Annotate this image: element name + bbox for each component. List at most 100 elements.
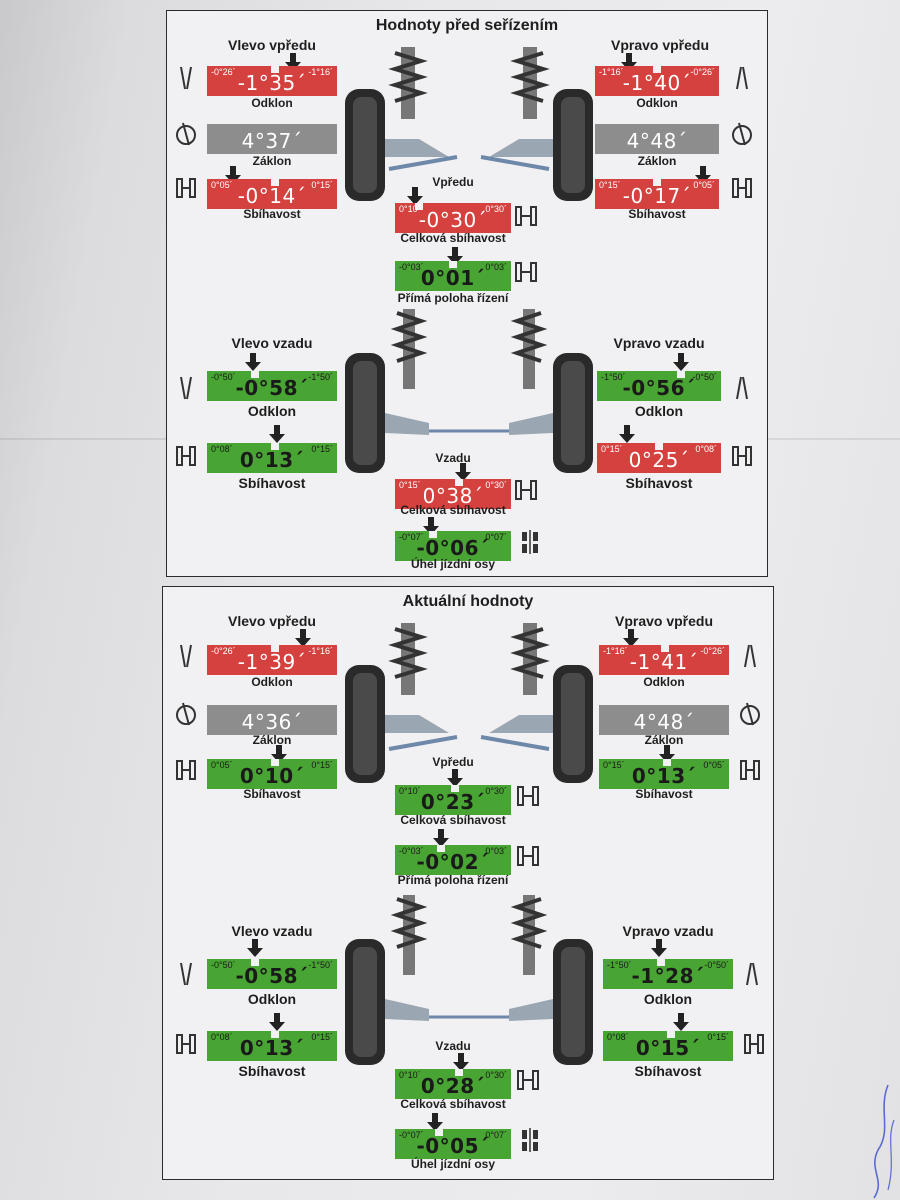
rear-total-heading: Vzadu: [435, 1039, 471, 1053]
steering-label: Přímá poloha řízení: [397, 873, 509, 887]
rear-right-heading: Vpravo vzadu: [613, 335, 705, 351]
gauge-min: 0°15´: [603, 760, 625, 770]
camber-icon: [746, 962, 758, 986]
gauge-min: -0°50´: [211, 372, 236, 382]
rear-right-toe-label: Sbíhavost: [625, 475, 693, 491]
gauge-max: 0°30´: [485, 204, 507, 214]
front-right-caster-label: Záklon: [644, 733, 684, 747]
gauge-value: 0°15´: [635, 1036, 701, 1060]
thrust-angle-label: Úhel jízdní osy: [410, 557, 495, 571]
pen-scribble: [873, 1084, 895, 1199]
arrow-down-icon: [651, 939, 667, 957]
rear-left-toe-label: Sbíhavost: [238, 1063, 306, 1079]
front-total-label: Celková sbíhavost: [400, 813, 506, 827]
rear-left-camber-label: Odklon: [247, 991, 297, 1007]
gauge-max: 0°30´: [485, 786, 507, 796]
camber-icon: [180, 962, 192, 986]
rear-suspension-illustration: [345, 895, 593, 1065]
arrow-down-icon: [423, 517, 439, 535]
thrust-angle-gauge: -0°07´ 0°07´ -0°06´: [395, 531, 511, 561]
gauge-min: -0°07´: [399, 532, 424, 542]
gauge-min: 0°15´: [399, 480, 421, 490]
gauge-min: -1°16´: [603, 646, 628, 656]
gauge-min: -1°16´: [599, 67, 624, 77]
gauge-max: 0°07´: [485, 1130, 507, 1140]
rear-right-toe-gauge: 0°08´ 0°15´ 0°15´: [603, 1031, 733, 1061]
rear-total-label: Celková sbíhavost: [400, 503, 506, 517]
gauge-max: 0°30´: [485, 1070, 507, 1080]
gauge-max: 0°15´: [311, 180, 333, 190]
rear-right-camber-gauge: -1°50´ -0°50´ -1°28´: [603, 959, 733, 989]
gauge-max: 0°15´: [311, 444, 333, 454]
gauge-value: -1°40´: [622, 71, 692, 95]
gauge-max: -1°50´: [308, 372, 333, 382]
arrow-down-icon: [619, 425, 635, 443]
arrow-down-icon: [455, 463, 471, 481]
arrow-down-icon: [673, 353, 689, 371]
rear-left-camber-gauge: -0°50´ -1°50´ -0°58´: [207, 371, 337, 401]
gauge-max: -0°26´: [690, 67, 715, 77]
arrow-down-icon: [427, 1113, 443, 1131]
panel-title: Aktuální hodnoty: [402, 593, 534, 610]
toe-icon: [744, 1034, 764, 1054]
toe-icon: [176, 1034, 196, 1054]
gauge-min: -0°03´: [399, 846, 424, 856]
gauge-min: -0°26´: [211, 67, 236, 77]
gauge-value: 0°23´: [420, 790, 486, 814]
camber-icon: [736, 66, 748, 90]
caster-icon: [176, 122, 196, 146]
gauge-min: 0°08´: [607, 1032, 629, 1042]
gauge-max: 0°05´: [693, 180, 715, 190]
gauge-max: 0°03´: [485, 262, 507, 272]
toe-icon: [740, 760, 760, 780]
caster-icon: [732, 122, 752, 146]
front-left-toe-gauge: 0°05´ 0°15´ -0°14´: [207, 179, 337, 209]
front-right-toe-gauge: 0°15´ 0°05´ 0°13´: [599, 759, 729, 789]
arrow-down-icon: [407, 187, 423, 205]
front-right-camber-gauge: -1°16´ -0°26´ -1°40´: [595, 66, 719, 96]
steering-icon: [517, 846, 539, 866]
arrow-down-icon: [269, 1013, 285, 1031]
gauge-max: 0°07´: [485, 532, 507, 542]
thrust-angle-label: Úhel jízdní osy: [410, 1157, 495, 1171]
camber-icon: [180, 66, 192, 90]
gauge-value: 0°01´: [420, 266, 486, 290]
gauge-value: -0°30´: [418, 208, 488, 232]
rear-right-heading: Vpravo vzadu: [622, 923, 714, 939]
camber-icon: [744, 644, 756, 668]
front-left-caster-label: Záklon: [252, 733, 292, 747]
front-left-caster-gauge: 4°36´: [207, 705, 337, 735]
rear-right-toe-label: Sbíhavost: [634, 1063, 702, 1079]
front-right-caster-gauge: 4°48´: [595, 124, 719, 154]
steering-gauge: -0°03´ 0°03´ 0°01´: [395, 261, 511, 291]
gauge-max: 0°08´: [695, 444, 717, 454]
arrow-down-icon: [673, 1013, 689, 1031]
rear-right-camber-gauge: -1°50´ -0°50´ -0°56´: [597, 371, 721, 401]
panel-title: Hodnoty před seřízením: [375, 17, 559, 34]
gauge-max: -1°50´: [308, 960, 333, 970]
front-right-caster-gauge: 4°48´: [599, 705, 729, 735]
arrow-down-icon: [245, 353, 261, 371]
front-right-camber-gauge: -1°16´ -0°26´ -1°41´: [599, 645, 729, 675]
rear-total-label: Celková sbíhavost: [400, 1097, 506, 1111]
steering-label: Přímá poloha řízení: [397, 291, 509, 305]
rear-left-heading: Vlevo vzadu: [231, 335, 313, 351]
rear-right-toe-gauge: 0°15´ 0°08´ 0°25´: [597, 443, 721, 473]
gauge-value: 0°28´: [420, 1074, 486, 1098]
front-total-heading: Vpředu: [432, 755, 474, 769]
camber-icon: [180, 376, 192, 400]
gauge-value: 4°48´: [633, 710, 695, 734]
gauge-max: 0°15´: [311, 1032, 333, 1042]
steering-gauge: -0°03´ 0°03´ -0°02´: [395, 845, 511, 875]
gauge-min: -0°26´: [211, 646, 236, 656]
gauge-value: -0°14´: [237, 184, 307, 208]
arrow-down-icon: [447, 247, 463, 265]
front-right-toe-label: Sbíhavost: [635, 787, 693, 801]
gauge-max: -0°50´: [692, 372, 717, 382]
gauge-min: 0°10´: [399, 204, 421, 214]
caster-icon: [176, 702, 196, 726]
rear-left-camber-gauge: -0°50´ -1°50´ -0°58´: [207, 959, 337, 989]
arrow-down-icon: [659, 745, 675, 763]
thrust-angle-icon: [522, 1128, 538, 1152]
panel-before-adjustment: Hodnoty před seřízením Vlevo vpředu -0°2…: [166, 10, 768, 577]
